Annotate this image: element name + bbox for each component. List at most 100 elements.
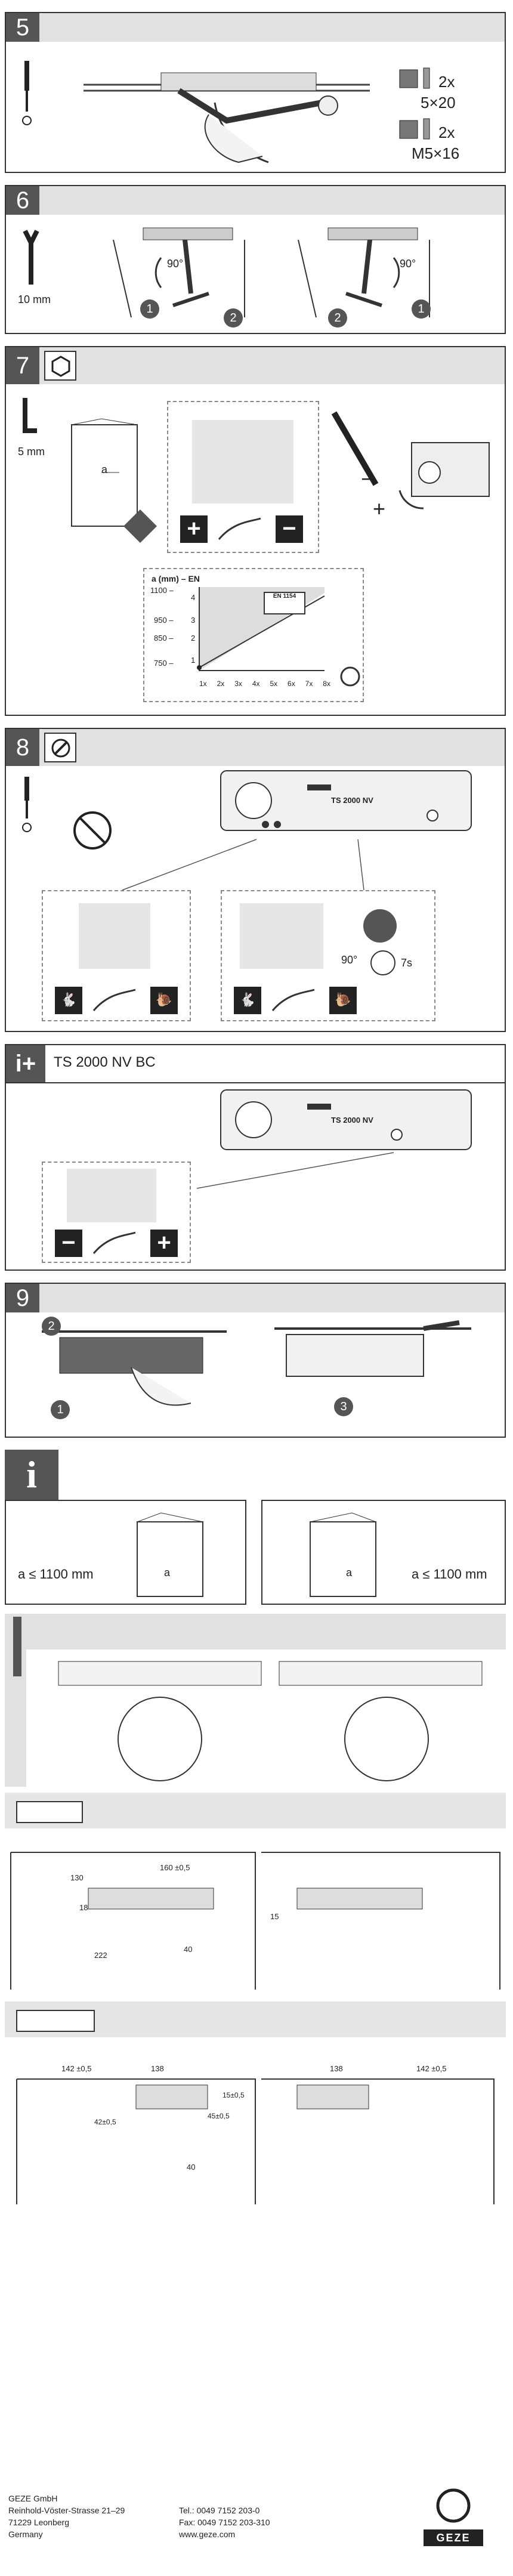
- cover-install-illustration: [42, 1330, 227, 1406]
- step-header: [6, 1284, 505, 1312]
- dim-15: 15±0,5: [222, 2091, 245, 2099]
- drawing-header: [5, 1793, 506, 1828]
- step-number: 6: [6, 186, 39, 215]
- callout-line: [196, 1152, 394, 1189]
- info-plus-icon: i+: [6, 1045, 45, 1082]
- plus-tile: +: [180, 515, 208, 543]
- fax: Fax: 0049 7152 203-310: [179, 2518, 270, 2527]
- fast-tile: 🐇: [234, 987, 261, 1014]
- dim-45: 45±0,5: [208, 2112, 230, 2120]
- en-tick-1: 1: [191, 656, 196, 665]
- dim-138-right: 138: [330, 2064, 343, 2073]
- dim-142-left: 142 ±0,5: [61, 2064, 92, 2073]
- a-label: a: [101, 464, 108, 475]
- step-2-marker: 2: [42, 1317, 61, 1336]
- x-tick: 1x: [199, 679, 207, 688]
- info-icon: i: [5, 1450, 58, 1500]
- website: www.geze.com: [179, 2529, 236, 2539]
- step-5-panel: 5 2x 5×20 2x M5×16: [5, 12, 506, 173]
- minus-tile: −: [276, 515, 303, 543]
- delay-diagram: [240, 903, 323, 969]
- step-header: [6, 13, 505, 42]
- step-7-panel: 7 5 mm a + − − + a (mm) – EN 1100 – 950 …: [5, 346, 506, 716]
- mounting-detail-section: [5, 1614, 506, 1787]
- dim-18: 18: [79, 1903, 88, 1912]
- en-tick-3: 3: [191, 616, 196, 625]
- tel: Tel.: 0049 7152 203-0: [179, 2506, 260, 2515]
- closer-mounting-illustration: [84, 72, 370, 163]
- dim-222: 222: [94, 1951, 107, 1960]
- curve-icon: [218, 517, 261, 540]
- template-icon: [16, 1801, 83, 1823]
- step-number: 7: [6, 347, 39, 384]
- a-label: a: [346, 1567, 353, 1579]
- info-left-box: a ≤ 1100 mm a: [5, 1500, 246, 1605]
- screw-5x20-icon: [399, 67, 430, 89]
- delayed-action-box: 90° 7s 🐇 🐌: [221, 890, 435, 1021]
- dimension-drawing-1: 130 160 ±0,5 18 15 40 222: [5, 1793, 506, 1996]
- hex-key-adjust-illustration: [331, 411, 490, 509]
- step-header: [6, 347, 505, 384]
- step-1-marker: 1: [140, 299, 159, 319]
- a-label: a: [164, 1567, 171, 1579]
- installed-closer-illustration: [274, 1320, 471, 1377]
- closer-body-illustration: [220, 1089, 472, 1150]
- x-tick: 8x: [323, 679, 330, 688]
- company-street: Reinhold-Vöster-Strasse 21–29: [8, 2506, 125, 2515]
- step-1-marker: 1: [51, 1400, 70, 1419]
- dim-15: 15: [270, 1912, 279, 1921]
- screw-small-size: 5×20: [421, 94, 456, 112]
- info-section: i a ≤ 1100 mm a a a ≤ 1100 mm: [5, 1450, 506, 1605]
- company-city: 71229 Leonberg: [8, 2518, 69, 2527]
- x-tick: 5x: [270, 679, 278, 688]
- en-size-chart-box: a (mm) – EN 1100 – 950 – 850 – 750 – 4 3…: [143, 568, 364, 702]
- x-ticks: 1x 2x 3x 4x 5x 6x 7x 8x: [199, 679, 330, 688]
- minus-tile: −: [55, 1230, 82, 1257]
- plus-sign: +: [373, 496, 386, 521]
- step-number: 9: [6, 1284, 39, 1312]
- y-tick-750: 750 –: [154, 659, 174, 668]
- curve-icon: [271, 989, 315, 1011]
- dim-138-left: 138: [151, 2064, 164, 2073]
- step-8-panel: 8 TS 2000 NV 🐇 🐌 90° 7s 🐇 🐌: [5, 728, 506, 1032]
- dim-42: 42±0,5: [94, 2118, 116, 2126]
- delay-angle: 90°: [341, 954, 358, 966]
- dim-130: 130: [70, 1873, 84, 1882]
- speed-diagram: [79, 903, 150, 969]
- screwdriver-icon: [22, 777, 32, 832]
- step-header: [6, 186, 505, 215]
- step-number: 5: [6, 13, 39, 42]
- info-right-box: a a ≤ 1100 mm: [261, 1500, 506, 1605]
- y-tick-950: 950 –: [154, 616, 174, 625]
- callout-lines: [122, 839, 364, 891]
- frame-drawing: [16, 2078, 495, 2204]
- company-name: GEZE GmbH: [8, 2494, 58, 2503]
- curve-icon: [92, 989, 136, 1011]
- arm-adjust-left-illustration: [113, 227, 245, 318]
- product-name: TS 2000 NV: [331, 1116, 373, 1125]
- hex-rotate-icon: [44, 351, 76, 381]
- screwdriver-icon: [22, 61, 32, 125]
- y-tick-1100: 1100 –: [150, 586, 174, 595]
- step-3-marker: 3: [334, 1397, 353, 1416]
- product-name: TS 2000 NV: [331, 796, 373, 805]
- geze-logo-text: GEZE: [424, 2529, 483, 2546]
- x-tick: 6x: [288, 679, 295, 688]
- screw-large-qty: 2x: [438, 123, 455, 141]
- adjust-hand-icon: [123, 509, 157, 543]
- dimension-drawing-2: 142 ±0,5 138 138 142 ±0,5 42±0,5 15±0,5 …: [5, 2002, 506, 2207]
- x-tick: 3x: [234, 679, 242, 688]
- closer-body-illustration: [220, 770, 472, 831]
- hex-key-icon: [23, 398, 37, 433]
- step-9-panel: 9 2 1 3: [5, 1283, 506, 1438]
- force-diagram: [192, 420, 293, 504]
- chart-title: a (mm) – EN: [152, 574, 200, 583]
- stopwatch-icon: [363, 909, 397, 943]
- dim-142-right: 142 ±0,5: [416, 2064, 447, 2073]
- dim-160: 160 ±0,5: [160, 1863, 190, 1872]
- wrench-icon: [23, 230, 39, 285]
- slow-tile: 🐌: [150, 987, 178, 1014]
- step-2-marker: 2: [328, 308, 347, 328]
- timer-icon: [370, 950, 395, 975]
- en-badge: EN 1154: [264, 592, 305, 614]
